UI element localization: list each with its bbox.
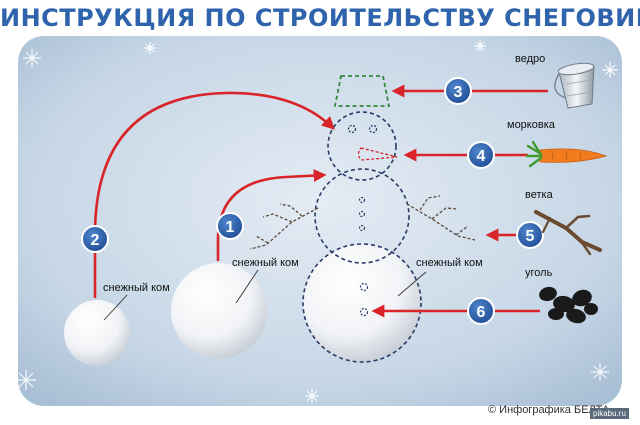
step-number: 4 — [477, 148, 486, 165]
label-snowball-middle: снежный ком — [232, 257, 299, 269]
step-badge-1: 1 — [216, 212, 244, 240]
coal-icon — [539, 286, 598, 324]
step-badge-5: 5 — [516, 221, 544, 249]
snowflake-decorations — [16, 40, 618, 403]
label-snowball-small: снежный ком — [103, 282, 170, 294]
step-badge-6: 6 — [467, 297, 495, 325]
step-number: 6 — [477, 304, 486, 321]
step-number: 5 — [526, 228, 535, 245]
arm-right-outline — [406, 195, 476, 241]
snowman-base-outline — [302, 243, 422, 363]
snowman-outline — [302, 111, 422, 363]
credit-text: © Инфографика БЕЛТА — [488, 404, 610, 416]
carrot-icon — [525, 140, 608, 168]
label-carrot: морковка — [507, 119, 555, 131]
eye-right — [368, 124, 378, 134]
arm-left-outline — [249, 203, 319, 250]
snowball-middle — [171, 263, 267, 359]
label-branch: ветка — [525, 189, 553, 201]
snowball-small — [64, 300, 130, 366]
step-badge-4: 4 — [467, 141, 495, 169]
branch-icon — [534, 210, 602, 256]
label-snowball-large: снежный ком — [416, 257, 483, 269]
bucket-icon — [554, 62, 595, 109]
snowman-face — [347, 124, 378, 134]
watermark: pikabu.ru — [590, 408, 629, 419]
snowman-body-outline — [314, 168, 410, 264]
snowman-head-outline — [327, 111, 397, 181]
eye-left — [347, 124, 357, 134]
step-badge-3: 3 — [444, 77, 472, 105]
arrow-2 — [93, 91, 335, 298]
step-badge-2: 2 — [81, 225, 109, 253]
step-number: 3 — [454, 84, 463, 101]
label-bucket: ведро — [515, 53, 546, 65]
label-pointers — [103, 269, 427, 321]
page-title: ИНСТРУКЦИЯ ПО СТРОИТЕЛЬСТВУ СНЕГОВИКА — [0, 4, 640, 32]
step-number: 2 — [91, 232, 100, 249]
label-coal: уголь — [525, 267, 553, 279]
snowball-large — [303, 244, 421, 362]
step-number: 1 — [226, 219, 235, 236]
snowman-buttons — [358, 196, 369, 317]
bucket-outline — [333, 75, 391, 107]
